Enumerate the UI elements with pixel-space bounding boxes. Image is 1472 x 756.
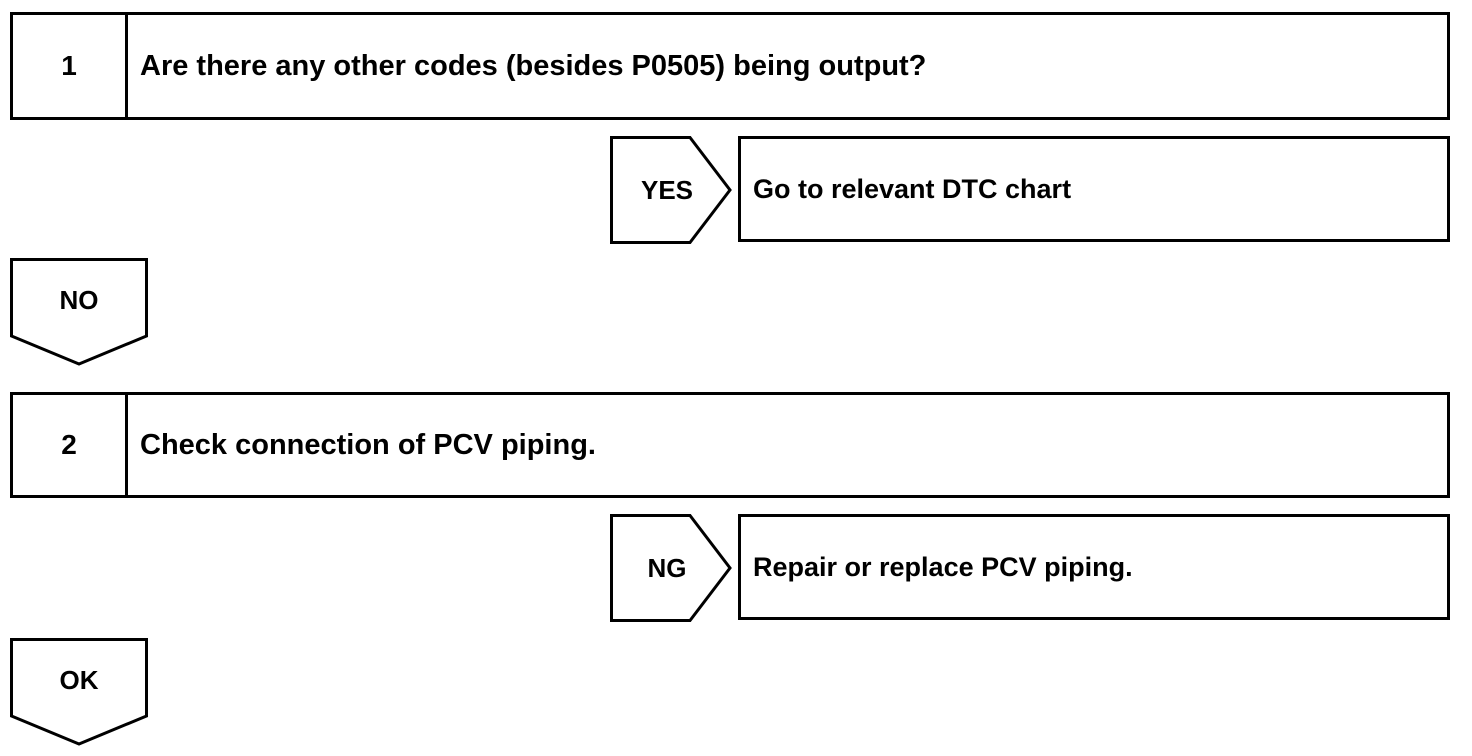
yes-arrow-shape	[610, 136, 732, 244]
no-arrow-shape	[10, 258, 148, 366]
ok-arrow-shape	[10, 638, 148, 746]
step-2-number: 2	[13, 395, 128, 495]
step-1-text: Are there any other codes (besides P0505…	[140, 49, 927, 82]
ng-arrow-shape	[610, 514, 732, 622]
step-1-number: 1	[13, 15, 128, 117]
ok-label: OK	[59, 664, 99, 695]
step-2-text: Check connection of PCV piping.	[140, 428, 596, 461]
ng-label: NG	[647, 552, 687, 583]
step-2-box: 2 Check connection of PCV piping.	[10, 392, 1450, 498]
yes-label: YES	[640, 174, 694, 205]
no-label: NO	[59, 284, 99, 315]
step-1-box: 1 Are there any other codes (besides P05…	[10, 12, 1450, 120]
yes-result-box: Go to relevant DTC chart	[738, 136, 1450, 242]
ng-result-box: Repair or replace PCV piping.	[738, 514, 1450, 620]
